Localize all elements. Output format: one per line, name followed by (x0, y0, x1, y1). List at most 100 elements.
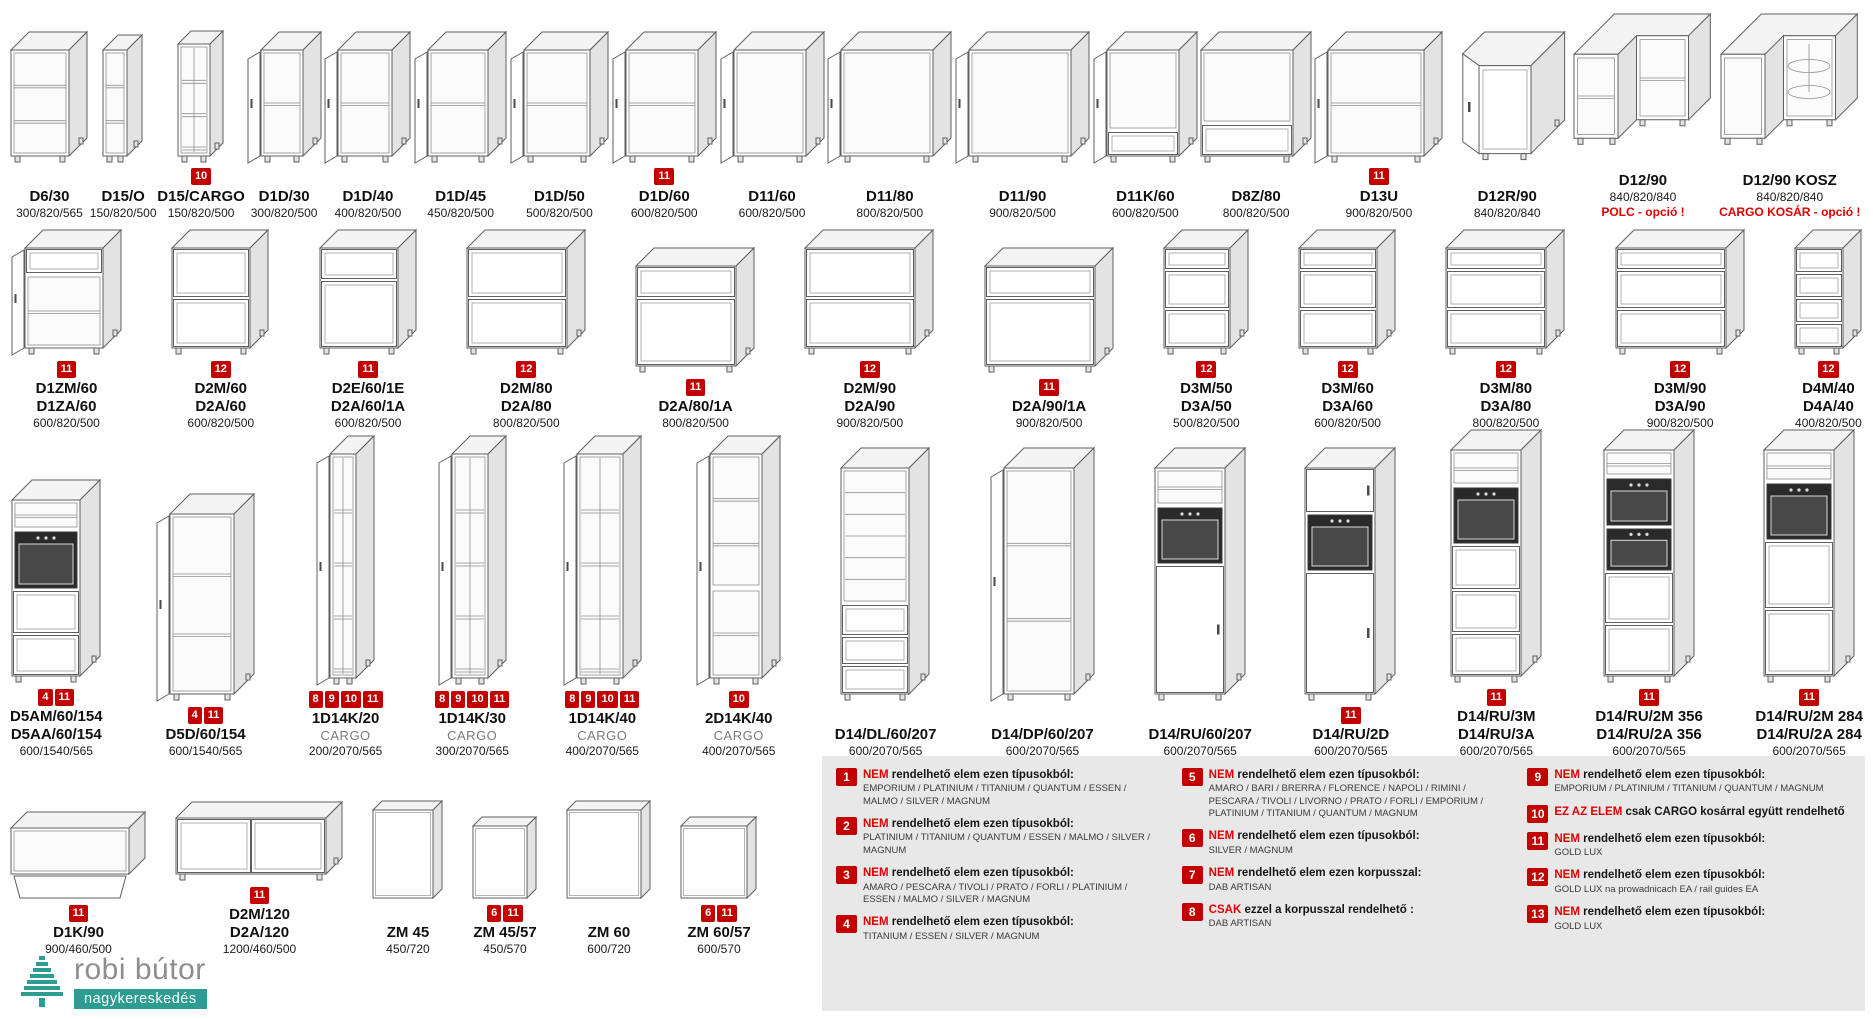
restriction-badge-12: 12 (859, 360, 880, 378)
product-dimensions: 800/820/500 (1222, 205, 1290, 220)
cabinet-illustration (954, 22, 1091, 164)
restriction-badge-12: 12 (1818, 360, 1839, 378)
cabinet-illustration (680, 798, 758, 900)
product-code: D4A/40 (1802, 398, 1854, 415)
restriction-badge-12: 12 (1337, 360, 1358, 378)
legend-badge-5: 5 (1181, 768, 1203, 786)
badge-row: 11 (654, 167, 675, 187)
product-code: D14/RU/2M 356 (1595, 708, 1703, 725)
legend-text: NEM rendelhető elem ezen típusokból:GOLD… (1554, 906, 1766, 932)
product-dimensions: 300/2070/565 (435, 744, 509, 758)
legend-badge-13: 13 (1527, 905, 1549, 924)
badge-row: 11 (358, 359, 378, 379)
restriction-badge-11: 11 (1369, 168, 1389, 186)
restriction-badge-9: 9 (581, 690, 596, 708)
legend-lead: NEM (863, 916, 889, 929)
product-code: D12R/90 (1477, 187, 1537, 205)
cabinet-illustration (155, 446, 256, 702)
product-code: D3A/80 (1480, 398, 1532, 415)
cabinet-illustration (1762, 428, 1856, 684)
cabinet-illustration (611, 22, 718, 164)
cabinet-illustration (413, 22, 508, 164)
product-code: D1K/90 (53, 924, 104, 941)
product-code: D12/90 (1618, 172, 1668, 189)
cabinet-illustration (1570, 6, 1716, 148)
legend-badge-1: 1 (836, 768, 857, 786)
cabinet-illustration (509, 22, 610, 164)
product-code: D8Z/80 (1231, 187, 1281, 205)
logo-text: robi bútor nagykereskedés (74, 955, 207, 1009)
legend-text: EZ AZ ELEM csak CARGO kosárral együtt re… (1554, 805, 1845, 818)
product-code: D14/DP/60/207 (991, 726, 1094, 743)
product-code: D14/RU/2M 284 (1755, 708, 1863, 725)
legend-text: NEM rendelhető elem ezen típusokból:GOLD… (1554, 869, 1766, 895)
legend-lead: NEM (1554, 769, 1580, 781)
product-code: D2M/120 (229, 906, 290, 923)
product-cargo-label: CARGO (713, 728, 764, 744)
cabinet-illustration (1313, 22, 1444, 164)
product-dimensions: 150/820/500 (167, 205, 235, 220)
product-code: D14/RU/2D (1312, 726, 1390, 743)
product-dimensions: 300/820/565 (16, 205, 83, 220)
legend: 1 NEM rendelhető elem ezen típusokból:EMP… (822, 756, 1865, 1011)
logo-name: robi bútor (74, 953, 206, 986)
product-code: D5AA/60/154 (10, 726, 102, 743)
cabinet-illustration (1092, 22, 1199, 164)
restriction-badge-6: 6 (701, 904, 716, 922)
badge-row: 11 (1799, 687, 1819, 707)
cabinet-illustration (719, 22, 826, 164)
product-cargo-label: CARGO (577, 728, 628, 744)
legend-lead: NEM (1554, 906, 1580, 919)
cabinet-illustration (465, 228, 587, 356)
restriction-badge-10: 10 (597, 690, 618, 708)
product-code: D15/CARGO (157, 187, 245, 205)
product-dimensions: 800/820/500 (492, 416, 560, 430)
product-code: D3M/50 (1180, 380, 1233, 397)
product-code: D1D/45 (435, 187, 487, 205)
restriction-badge-12: 12 (1495, 360, 1517, 378)
restriction-badge-11: 11 (68, 904, 89, 922)
product-dimensions: 1200/460/500 (222, 942, 297, 956)
restriction-badge-11: 11 (685, 378, 706, 396)
product-dimensions: 500/820/500 (1172, 416, 1240, 430)
product-code: ZM 60 (587, 924, 631, 941)
legend-text: NEM rendelhető elem ezen típusokból:EMPO… (1554, 769, 1824, 795)
legend-badge-2: 2 (836, 817, 857, 836)
cabinet-illustration (562, 430, 643, 687)
product-code: D1D/50 (534, 187, 585, 205)
product-dimensions: 150/820/500 (89, 205, 157, 220)
restriction-badge-11: 11 (363, 690, 383, 708)
product-dimensions: 600/1540/565 (168, 744, 243, 758)
restriction-badge-6: 6 (487, 904, 502, 922)
product-dimensions: 600/2070/565 (1163, 744, 1237, 758)
product-code: D3A/90 (1654, 398, 1706, 415)
legend-badge-4: 4 (836, 915, 857, 934)
